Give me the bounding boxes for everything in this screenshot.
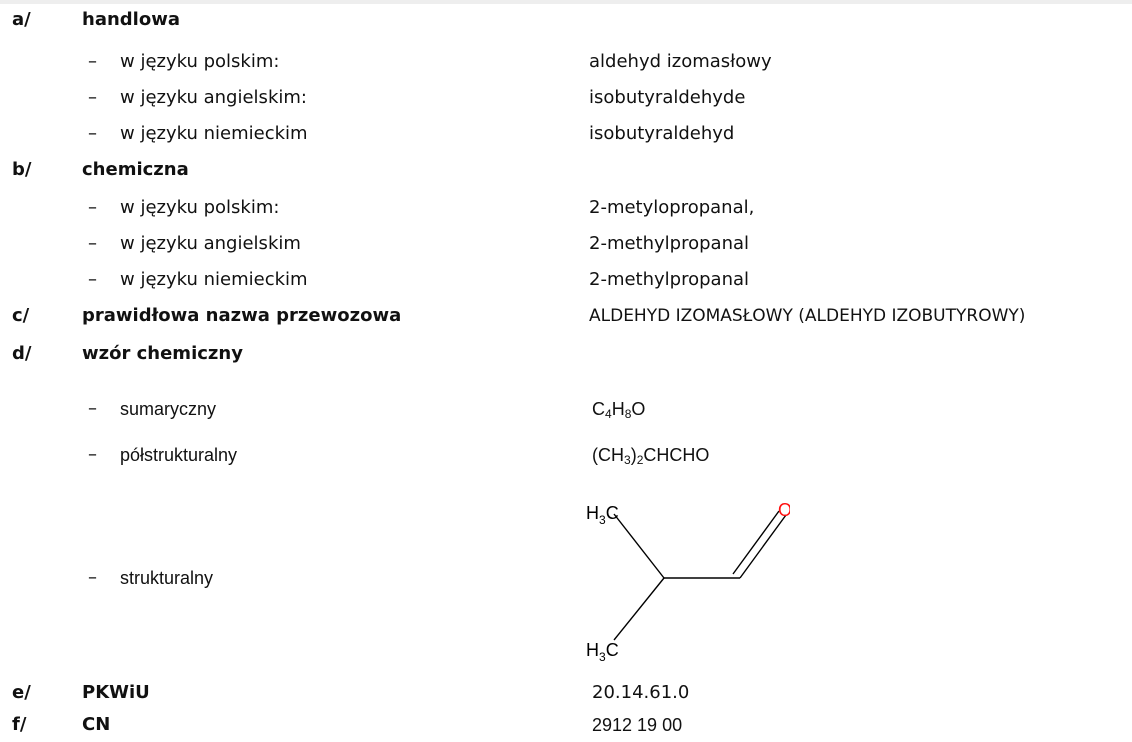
section-letter: c/ — [12, 305, 30, 326]
formula-subscript: 3 — [624, 453, 631, 467]
item-label: w języku angielskim — [120, 233, 301, 254]
formula-part: ) — [630, 445, 637, 465]
bond-line — [613, 513, 665, 579]
section-heading: CN — [82, 714, 111, 735]
pkwiu-value: 20.14.61.0 — [592, 682, 690, 703]
item-label: sumaryczny — [120, 399, 217, 419]
section-c: c/ prawidłowa nazwa przewozowa ALDEHYD I… — [0, 301, 1132, 331]
top-bar — [0, 0, 1132, 4]
methyl-group-bottom: H3C — [586, 640, 619, 664]
methyl-group-top: H3C — [586, 503, 619, 527]
formula-part: (CH — [592, 445, 624, 465]
section-letter: d/ — [12, 343, 32, 364]
formula-part: C — [592, 399, 605, 419]
bond-line — [613, 577, 665, 641]
summary-formula: C4H8O — [592, 394, 645, 424]
list-item: – strukturalny — [0, 563, 1132, 593]
dash-bullet: – — [88, 51, 97, 72]
item-label: półstrukturalny — [120, 445, 238, 465]
item-value: aldehyd izomasłowy — [589, 51, 772, 72]
list-item: – w języku angielskim 2-methylpropanal — [0, 229, 1132, 259]
section-letter: f/ — [12, 714, 27, 735]
semi-structural-formula: (CH3)2CHCHO — [592, 440, 709, 470]
item-label: w języku niemieckim — [120, 269, 308, 290]
item-value: isobutyraldehyde — [589, 87, 746, 108]
section-heading: wzór chemiczny — [82, 343, 243, 364]
section-letter: b/ — [12, 159, 32, 180]
dash-bullet: – — [88, 123, 97, 144]
item-label: w języku niemieckim — [120, 123, 308, 144]
item-value: 2-methylpropanal — [589, 233, 750, 254]
section-heading: handlowa — [82, 9, 180, 30]
item-label: w języku polskim: — [120, 197, 280, 218]
double-bond-line — [739, 514, 787, 579]
list-item: – w języku niemieckim isobutyraldehyd — [0, 119, 1132, 149]
list-item: – półstrukturalny (CH3)2CHCHO — [0, 440, 1132, 470]
double-bond-line — [732, 510, 780, 575]
section-f: f/ CN 2912 19 00 — [0, 710, 1132, 740]
item-value: isobutyraldehyd — [589, 123, 735, 144]
section-heading: PKWiU — [82, 682, 150, 703]
item-label: w języku polskim: — [120, 51, 280, 72]
item-label: strukturalny — [120, 568, 214, 588]
list-item: – w języku niemieckim 2-methylpropanal — [0, 265, 1132, 295]
list-item: – sumaryczny C4H8O — [0, 394, 1132, 424]
cn-value: 2912 19 00 — [592, 715, 683, 735]
list-item: – w języku polskim: aldehyd izomasłowy — [0, 47, 1132, 77]
section-heading: chemiczna — [82, 159, 189, 180]
dash-bullet: – — [88, 398, 97, 419]
section-b-header: b/ chemiczna — [0, 155, 1132, 185]
item-value: 2-methylpropanal — [589, 269, 750, 290]
structural-formula-diagram: H3C H3C O — [586, 500, 790, 664]
dash-bullet: – — [88, 444, 97, 465]
formula-subscript: 4 — [605, 407, 612, 421]
oxygen-atom: O — [778, 500, 790, 520]
formula-part: CHCHO — [643, 445, 710, 465]
section-a-header: a/ handlowa — [0, 5, 1132, 35]
formula-subscript: 2 — [636, 453, 644, 467]
section-letter: a/ — [12, 9, 31, 30]
dash-bullet: – — [88, 87, 97, 108]
formula-part: H — [611, 399, 625, 419]
section-heading: prawidłowa nazwa przewozowa — [82, 305, 402, 326]
item-value: 2-metylopropanal, — [589, 197, 755, 218]
dash-bullet: – — [88, 567, 97, 588]
section-e: e/ PKWiU 20.14.61.0 — [0, 678, 1132, 708]
item-label: w języku angielskim: — [120, 87, 307, 108]
list-item: – w języku polskim: 2-metylopropanal, — [0, 193, 1132, 223]
section-letter: e/ — [12, 682, 31, 703]
transport-name-value: ALDEHYD IZOMASŁOWY (ALDEHYD IZOBUTYROWY) — [589, 306, 1026, 326]
dash-bullet: – — [88, 233, 97, 254]
dash-bullet: – — [88, 269, 97, 290]
section-d-header: d/ wzór chemiczny — [0, 339, 1132, 369]
list-item: – w języku angielskim: isobutyraldehyde — [0, 83, 1132, 113]
formula-part: O — [631, 399, 646, 419]
formula-subscript: 8 — [624, 407, 632, 421]
dash-bullet: – — [88, 197, 97, 218]
